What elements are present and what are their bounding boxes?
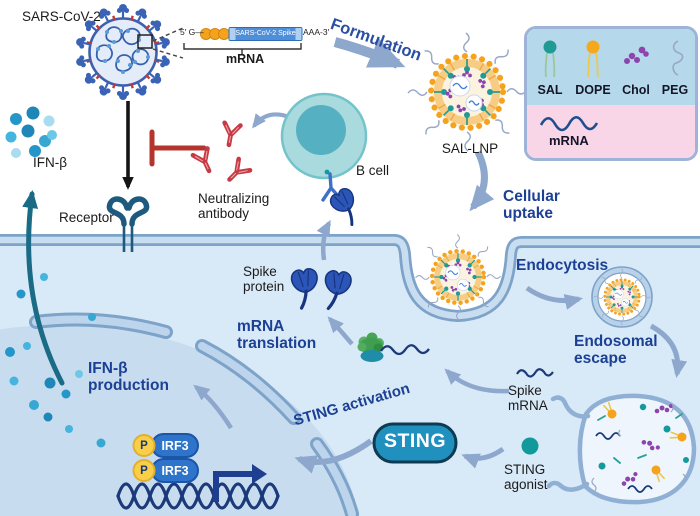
legend-mrna-section: mRNA	[527, 105, 695, 158]
irf3-label: IRF3	[161, 438, 189, 453]
spike-box-label: SARS-CoV-2 Spike	[235, 29, 296, 37]
sting-label: STING	[383, 430, 447, 452]
legend-item-dope: DOPE	[575, 83, 611, 97]
step-endocytosis-label: Endocytosis	[516, 257, 609, 274]
ifn-secretion-arrow	[22, 190, 65, 386]
dope-lipid-icon	[586, 40, 600, 78]
translating-mrna-icon	[380, 344, 430, 356]
endosome-icon	[591, 266, 653, 328]
step-mrna-translation-label: mRNA translation	[237, 318, 317, 352]
lipid-legend: SAL DOPE Chol PEG mRNA	[524, 26, 698, 161]
receptor-icon	[106, 196, 150, 252]
promoter-arrow	[213, 464, 267, 502]
spike-mrna-label: Spike mRNA	[508, 383, 548, 414]
ruptured-endosome-icon	[546, 393, 697, 505]
viral-rna	[95, 26, 150, 72]
phospho-label: P	[140, 464, 148, 477]
endocytosis-arrow	[525, 285, 583, 310]
formulation-arrow	[333, 37, 406, 69]
cellular-uptake-arrow	[469, 150, 495, 212]
legend-lipids-section: SAL DOPE Chol PEG	[527, 29, 695, 105]
spike-protein-label: Spike protein	[243, 264, 285, 295]
legend-mrna-label: mRNA	[549, 133, 589, 148]
phospho-label: P	[140, 439, 148, 452]
step-endosomal-escape-label: Endosomal escape	[574, 333, 658, 367]
irf3-complex-icon	[132, 433, 199, 483]
sal-lnp-icon	[408, 33, 526, 151]
legend-icons	[543, 40, 684, 78]
b-cell-icon	[280, 92, 369, 230]
construct-mrna-label: mRNA	[226, 52, 265, 66]
spike-mrna-icon	[516, 368, 554, 378]
sal-lnp-label: SAL-LNP	[441, 141, 499, 156]
ifn-beta-label: IFN-β	[33, 155, 68, 170]
spike-to-bcell-arrow	[316, 219, 332, 261]
legend-mrna-icon	[539, 115, 599, 132]
neutralizing-antibody-label: Neutralizing antibody	[198, 191, 270, 222]
step-ifn-production-label: IFN-β production	[88, 360, 169, 394]
three-prime-label: AAA-3′	[303, 27, 330, 37]
irf3-to-ifn-arrow	[193, 384, 233, 430]
sting-activation-arrow	[294, 438, 373, 474]
lnp-in-pocket-icon	[416, 235, 501, 320]
legend-item-sal: SAL	[537, 83, 563, 97]
plasma-membrane	[0, 234, 700, 323]
endosomal-escape-arrow	[649, 323, 688, 378]
sal-lipid-icon	[543, 40, 557, 78]
cholesterol-icon	[624, 46, 649, 64]
ifn-beta-dots-cytosol	[5, 273, 106, 448]
sting-agonist-label: STING agonist	[504, 462, 548, 493]
irf3-label: IRF3	[161, 463, 189, 478]
b-cell-label: B cell	[356, 163, 390, 178]
nucleus	[0, 325, 359, 516]
peg-icon	[672, 40, 684, 76]
mrna-construct-icon	[183, 27, 303, 55]
mrna-to-ribosome-arrow	[444, 368, 510, 394]
agonist-to-sting-arrow	[461, 446, 505, 469]
inhibition-bar	[149, 129, 207, 167]
ifn-beta-dots	[5, 106, 57, 158]
sting-pill	[372, 422, 458, 464]
nuclear-envelope	[29, 312, 359, 516]
receptor-label: Receptor	[59, 210, 114, 225]
zoom-dashed-lines	[152, 27, 184, 59]
legend-item-peg: PEG	[661, 83, 689, 97]
sars-cov2-virus-icon	[73, 2, 173, 102]
legend-item-chol: Chol	[622, 83, 650, 97]
ribosome-to-spike-arrow	[327, 316, 354, 346]
step-cellular-uptake-label: Cellular uptake	[503, 188, 560, 222]
sting-agonist-icon	[521, 437, 539, 455]
bcell-to-antibody-arrow	[252, 112, 290, 129]
virus-label: SARS-CoV-2	[22, 9, 101, 24]
neutralizing-antibody-icons	[193, 123, 250, 185]
five-prime-label: 5′ G—	[180, 27, 204, 37]
dna-helix-icon	[116, 482, 280, 510]
zoom-box	[137, 34, 153, 49]
